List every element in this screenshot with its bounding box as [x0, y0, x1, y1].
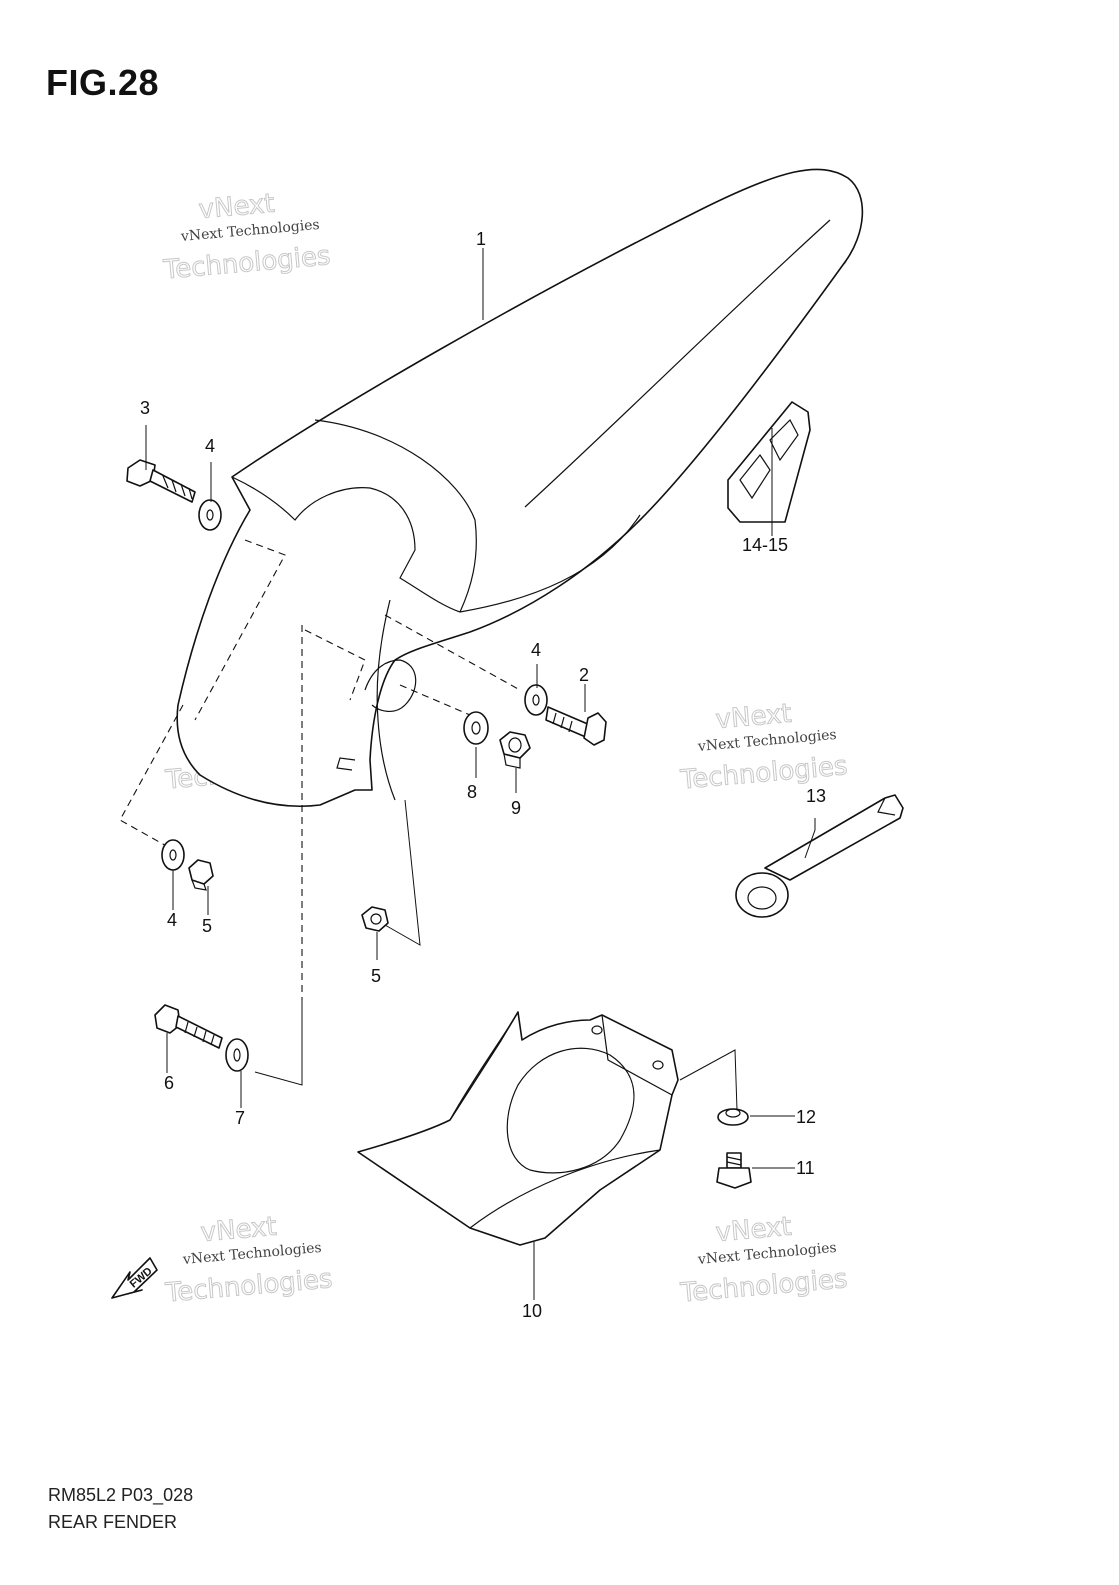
nut-5-left [188, 859, 214, 891]
bolt-3 [126, 459, 196, 503]
callout-8: 8 [467, 782, 477, 802]
diagram-name: REAR FENDER [48, 1512, 178, 1532]
svg-text:Technologies: Technologies [162, 241, 332, 286]
bolt-2 [545, 706, 607, 746]
callout-14-15: 14-15 [742, 535, 788, 555]
watermark: vNext vNext Technologies Technologies [678, 698, 849, 796]
callout-1: 1 [476, 229, 486, 249]
svg-text:vNext: vNext [197, 189, 275, 226]
callout-9: 9 [511, 798, 521, 818]
washer-8 [463, 711, 489, 745]
mudguard-part-10 [357, 1011, 679, 1246]
rear-fender-part [176, 168, 864, 808]
diagram-code: RM85L2 P03_028 [48, 1485, 194, 1505]
watermark: vNext vNext Technologies Technologies [163, 1211, 334, 1309]
tool-part-13 [735, 794, 904, 918]
callout-11: 11 [796, 1158, 815, 1178]
nut-9 [499, 731, 531, 769]
assembly-lines [119, 539, 738, 1111]
callout-12: 12 [796, 1107, 816, 1127]
callout-5-right: 5 [371, 966, 381, 986]
svg-text:Technologies: Technologies [679, 1264, 849, 1309]
callout-4-top: 4 [205, 436, 215, 456]
nut-5-right [361, 906, 389, 932]
bolt-6 [154, 1004, 223, 1049]
washer-4-low [161, 839, 185, 871]
forward-direction-marker: FWD [111, 1257, 158, 1299]
callout-3: 3 [140, 398, 150, 418]
washer-7 [225, 1038, 249, 1072]
callout-6: 6 [164, 1073, 174, 1093]
watermark: vNext vNext Technologies Technologies [678, 1211, 849, 1309]
callout-7: 7 [235, 1108, 245, 1128]
washer-4-top [198, 499, 222, 531]
callouts: 1 2 3 4 4 4 5 5 6 7 8 9 10 11 12 13 14-1… [140, 229, 826, 1321]
svg-text:Technologies: Technologies [164, 1264, 334, 1309]
figure-title: FIG.28 [46, 62, 160, 103]
collar-12 [717, 1108, 749, 1126]
screw-11 [716, 1152, 752, 1189]
watermark: vNext vNext Technologies Technologies [161, 188, 332, 286]
leader-lines [145, 248, 816, 1300]
decal-part-14-15 [727, 401, 811, 523]
callout-13: 13 [806, 786, 826, 806]
callout-4-mid: 4 [531, 640, 541, 660]
callout-4-low: 4 [167, 910, 177, 930]
callout-2: 2 [579, 665, 589, 685]
svg-text:vNext: vNext [714, 699, 792, 736]
svg-text:vNext: vNext [714, 1212, 792, 1249]
callout-10: 10 [522, 1301, 542, 1321]
svg-text:vNext: vNext [199, 1212, 277, 1249]
washer-4-mid [524, 684, 548, 716]
callout-5-left: 5 [202, 916, 212, 936]
